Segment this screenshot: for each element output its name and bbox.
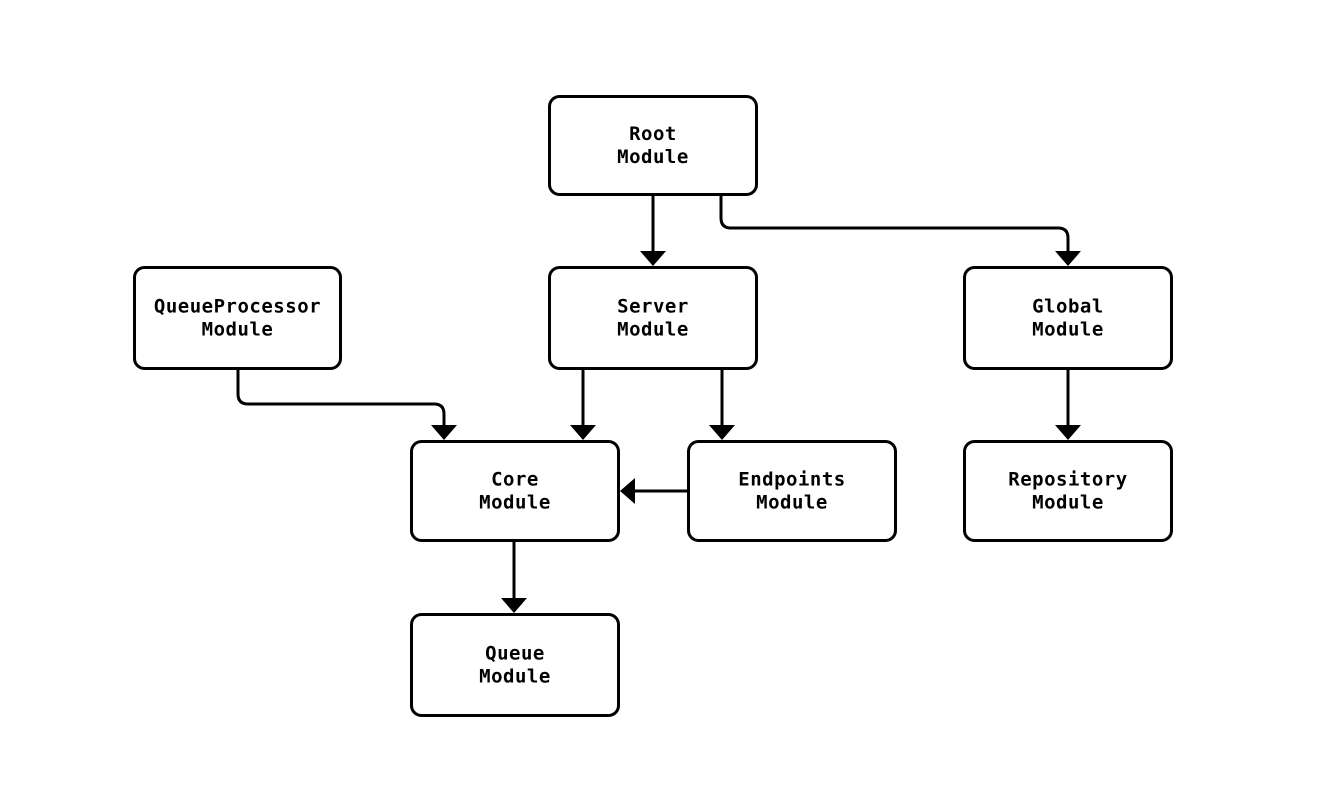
node-label-line2: Module (617, 319, 689, 341)
arrowhead-icon (501, 598, 527, 613)
edges-layer (236, 196, 1081, 613)
node-box[interactable] (548, 266, 758, 370)
node-label-line2: Module (479, 492, 551, 514)
edge-endpoints-to-core (620, 478, 687, 504)
node-box[interactable] (963, 266, 1173, 370)
arrowhead-icon (709, 425, 735, 440)
node-box[interactable] (133, 266, 342, 370)
node-box[interactable] (548, 95, 758, 196)
nodes-layer: RootModuleQueueProcessorModuleServerModu… (133, 95, 1173, 717)
edge-global-to-repository (1055, 370, 1081, 440)
edge-core-to-queue (501, 542, 527, 613)
node-label-line1: Server (617, 296, 689, 318)
node-box[interactable] (410, 440, 620, 542)
edge-line (236, 370, 446, 430)
arrowhead-icon (1055, 425, 1081, 440)
edge-root-to-server (640, 196, 666, 266)
node-label-line1: QueueProcessor (154, 296, 321, 318)
node-label-line2: Module (1032, 492, 1104, 514)
arrowhead-icon (570, 425, 596, 440)
arrowhead-icon (1055, 251, 1081, 266)
node-box[interactable] (410, 613, 620, 717)
node-label-line2: Module (617, 146, 689, 168)
arrowhead-icon (620, 478, 635, 504)
node-label-line2: Module (1032, 319, 1104, 341)
node-box[interactable] (687, 440, 897, 542)
node-label-line1: Repository (1008, 469, 1127, 491)
edge-server-to-endpoints (709, 370, 735, 440)
node-label-line2: Module (479, 666, 551, 688)
node-label-line1: Root (629, 123, 677, 145)
node-label-line1: Core (491, 469, 539, 491)
node-label-line1: Endpoints (738, 469, 845, 491)
node-label-line1: Queue (485, 643, 545, 665)
edge-line (719, 196, 1070, 256)
arrowhead-icon (640, 251, 666, 266)
node-label-line1: Global (1032, 296, 1104, 318)
node-label-line2: Module (756, 492, 828, 514)
edge-root-to-global (719, 196, 1081, 266)
edge-server-to-core (570, 370, 596, 440)
arrowhead-icon (431, 425, 457, 440)
node-box[interactable] (963, 440, 1173, 542)
edge-queueprocessor-to-core (236, 370, 457, 440)
node-label-line2: Module (202, 319, 274, 341)
